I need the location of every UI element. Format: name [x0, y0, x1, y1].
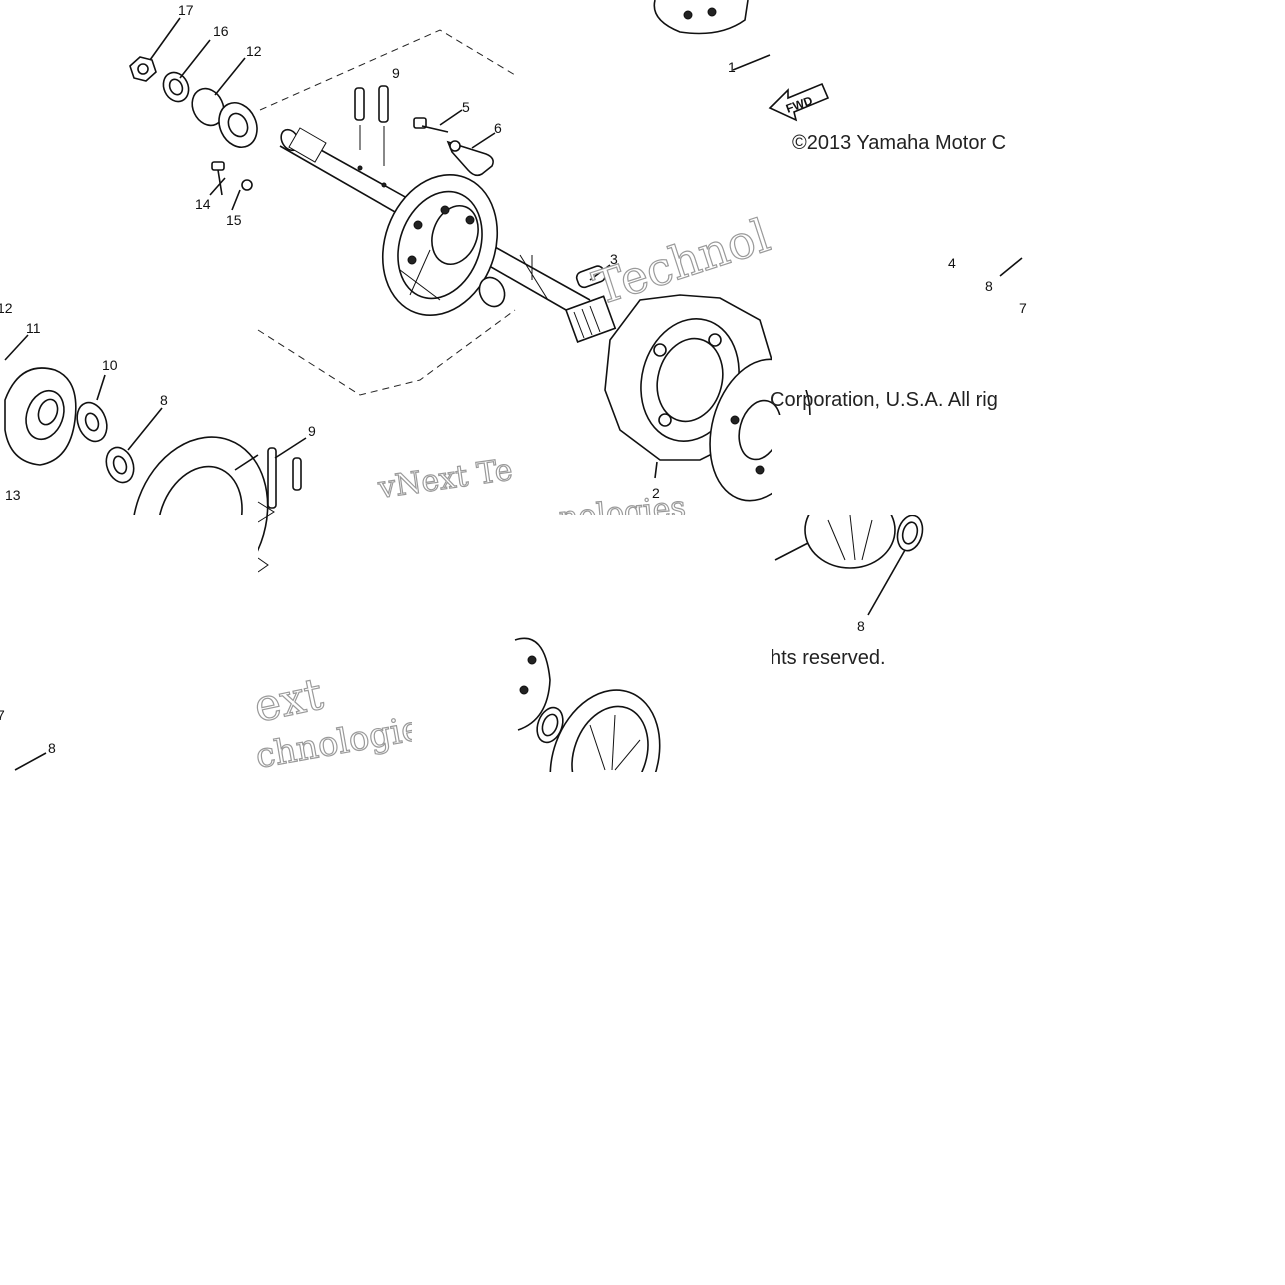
callout-8-right: 8 [985, 278, 993, 294]
callout-13: 13 [5, 487, 21, 503]
spring-pins [354, 85, 389, 188]
callout-12: 12 [246, 43, 262, 59]
callout-8-lower: 8 [857, 618, 865, 634]
copyright-notice: ©2013 Yamaha Motor C Corporation, U.S.A.… [770, 132, 1006, 669]
bolt-14 [211, 161, 253, 196]
bracket-6 [446, 140, 494, 177]
assembly-outline-lower [257, 309, 516, 396]
spacer-3 [519, 254, 606, 301]
nut-17 [129, 56, 157, 82]
splined-hub [564, 295, 617, 343]
callout-7-lower: 7 [0, 707, 5, 723]
callout-9: 9 [392, 65, 400, 81]
watermark: vNext Te [375, 452, 514, 506]
callout-6: 6 [494, 120, 502, 136]
drive-axle-tile [129, 29, 606, 396]
washer-small [478, 276, 506, 308]
callout-16: 16 [213, 23, 229, 39]
wheel-partial [514, 637, 551, 731]
callout-10: 10 [102, 357, 118, 373]
watermark: ext [250, 669, 328, 733]
callout-8-bottom: 8 [48, 740, 56, 756]
leader-line [867, 549, 906, 616]
callout-4: 4 [948, 255, 956, 271]
washer-8-right [896, 514, 924, 552]
callout-12-left: 12 [0, 300, 13, 316]
circlip-12 [191, 87, 225, 127]
callout-15: 15 [226, 212, 242, 228]
washer-16 [162, 71, 190, 103]
callout-14: 14 [195, 196, 211, 212]
callout-3: 3 [610, 251, 618, 267]
callout-2: 2 [652, 485, 660, 501]
callout-11: 11 [26, 320, 41, 336]
washer-8 [105, 446, 135, 484]
copyright-line-2: Corporation, U.S.A. All rig [770, 389, 998, 411]
callout-numbers: 17 16 12 9 5 6 14 15 3 1 12 11 10 8 13 9… [0, 2, 1027, 756]
idler-wheel-left [381, 173, 499, 317]
chevron-marks [257, 501, 275, 573]
top-wheel-fragment [653, 0, 749, 35]
callout-1: 1 [728, 59, 736, 75]
pins-9 [267, 447, 302, 509]
leader-line [774, 542, 809, 561]
callout-9-lower: 9 [308, 423, 316, 439]
bearing [218, 102, 258, 148]
callout-7: 7 [1019, 300, 1027, 316]
callout-5: 5 [462, 99, 470, 115]
bearing-10 [76, 401, 108, 443]
washer-lower [536, 706, 564, 744]
callout-leaders [4, 17, 1023, 771]
callout-8: 8 [160, 392, 168, 408]
sprocket-tile [564, 294, 811, 502]
assembly-outline [259, 29, 516, 111]
fwd-arrow-icon: FWD [768, 82, 830, 122]
copyright-line-3: hts reserved. [770, 647, 886, 669]
housing-11 [4, 367, 77, 466]
copyright-line-1: ©2013 Yamaha Motor C [792, 132, 1006, 154]
bolt-5 [413, 117, 449, 133]
callout-17: 17 [178, 2, 194, 18]
